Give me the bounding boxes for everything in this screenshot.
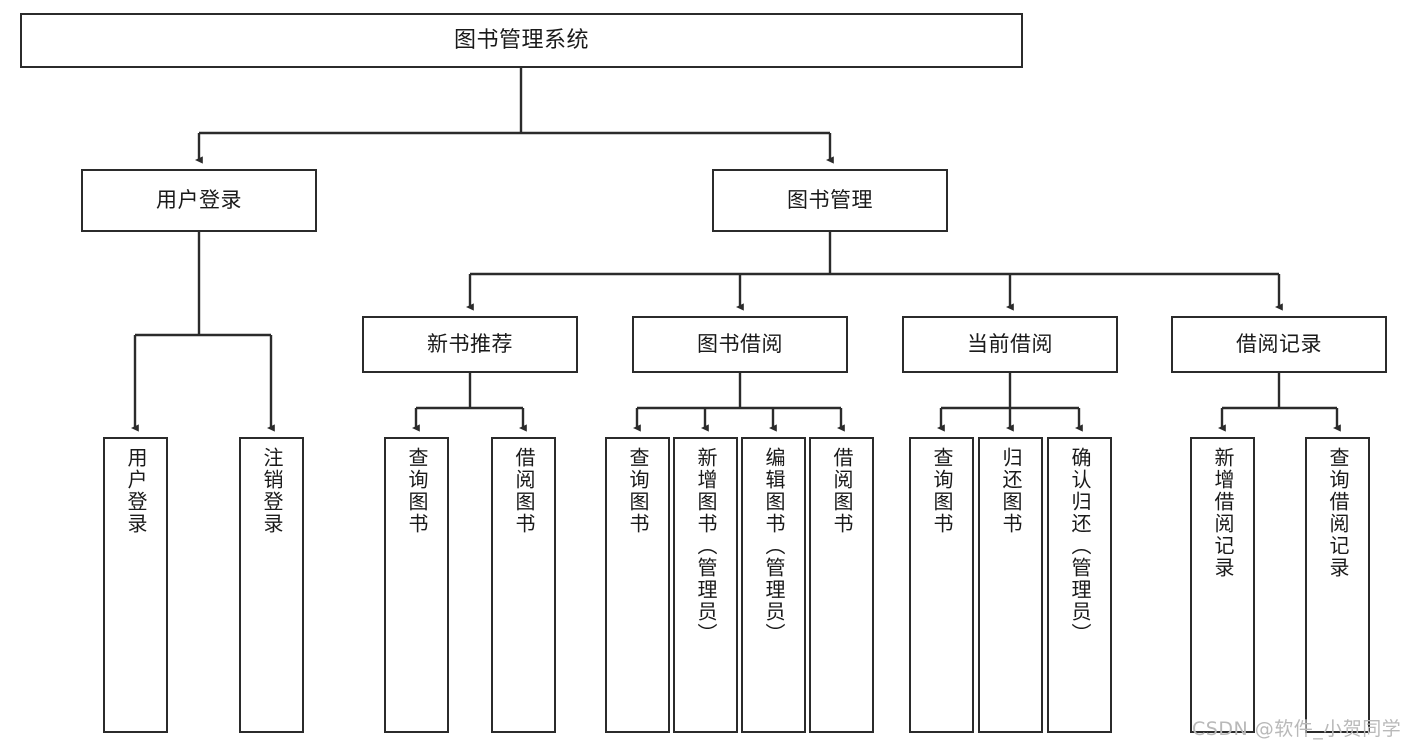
node-current-borrow[interactable]: 当前借阅	[902, 316, 1118, 373]
node-leaf-add-book[interactable]: 新增图书（管理员）	[673, 437, 738, 733]
node-leaf-return-book[interactable]: 归还图书	[978, 437, 1043, 733]
node-leaf-logout-label: 注销登录	[260, 447, 284, 535]
node-new-book-recommend-label: 新书推荐	[427, 332, 513, 357]
node-current-borrow-label: 当前借阅	[967, 332, 1053, 357]
node-leaf-confirm-return[interactable]: 确认归还（管理员）	[1047, 437, 1112, 733]
node-leaf-edit-book[interactable]: 编辑图书（管理员）	[741, 437, 806, 733]
node-leaf-query-book-2-label: 查询图书	[626, 447, 650, 535]
node-leaf-add-book-label: 新增图书（管理员）	[694, 447, 718, 645]
node-leaf-edit-book-label: 编辑图书（管理员）	[762, 447, 786, 645]
node-leaf-query-book-3-label: 查询图书	[930, 447, 954, 535]
node-book-manage-label: 图书管理	[787, 188, 873, 213]
node-leaf-borrow-book-2-label: 借阅图书	[830, 447, 854, 535]
node-user-login[interactable]: 用户登录	[81, 169, 317, 232]
node-leaf-add-record-label: 新增借阅记录	[1211, 447, 1235, 579]
node-leaf-confirm-return-label: 确认归还（管理员）	[1068, 447, 1092, 645]
node-user-login-label: 用户登录	[156, 188, 242, 213]
node-leaf-query-book-2[interactable]: 查询图书	[605, 437, 670, 733]
node-borrow-record[interactable]: 借阅记录	[1171, 316, 1387, 373]
node-leaf-borrow-book-1[interactable]: 借阅图书	[491, 437, 556, 733]
node-leaf-borrow-book-1-label: 借阅图书	[512, 447, 536, 535]
node-root-label: 图书管理系统	[453, 27, 589, 53]
node-book-borrow-label: 图书借阅	[697, 332, 783, 357]
node-leaf-logout[interactable]: 注销登录	[239, 437, 304, 733]
node-leaf-borrow-book-2[interactable]: 借阅图书	[809, 437, 874, 733]
node-leaf-query-record-label: 查询借阅记录	[1326, 447, 1350, 579]
watermark-text: CSDN @软件_小贺同学	[1192, 718, 1402, 740]
node-leaf-user-login[interactable]: 用户登录	[103, 437, 168, 733]
node-borrow-record-label: 借阅记录	[1236, 332, 1322, 357]
node-leaf-query-record[interactable]: 查询借阅记录	[1305, 437, 1370, 733]
node-new-book-recommend[interactable]: 新书推荐	[362, 316, 578, 373]
node-leaf-add-record[interactable]: 新增借阅记录	[1190, 437, 1255, 733]
node-book-borrow[interactable]: 图书借阅	[632, 316, 848, 373]
node-leaf-user-login-label: 用户登录	[124, 447, 148, 535]
node-leaf-return-book-label: 归还图书	[999, 447, 1023, 535]
node-book-manage[interactable]: 图书管理	[712, 169, 948, 232]
node-leaf-query-book-1-label: 查询图书	[405, 447, 429, 535]
node-leaf-query-book-3[interactable]: 查询图书	[909, 437, 974, 733]
node-leaf-query-book-1[interactable]: 查询图书	[384, 437, 449, 733]
node-root[interactable]: 图书管理系统	[20, 13, 1023, 68]
